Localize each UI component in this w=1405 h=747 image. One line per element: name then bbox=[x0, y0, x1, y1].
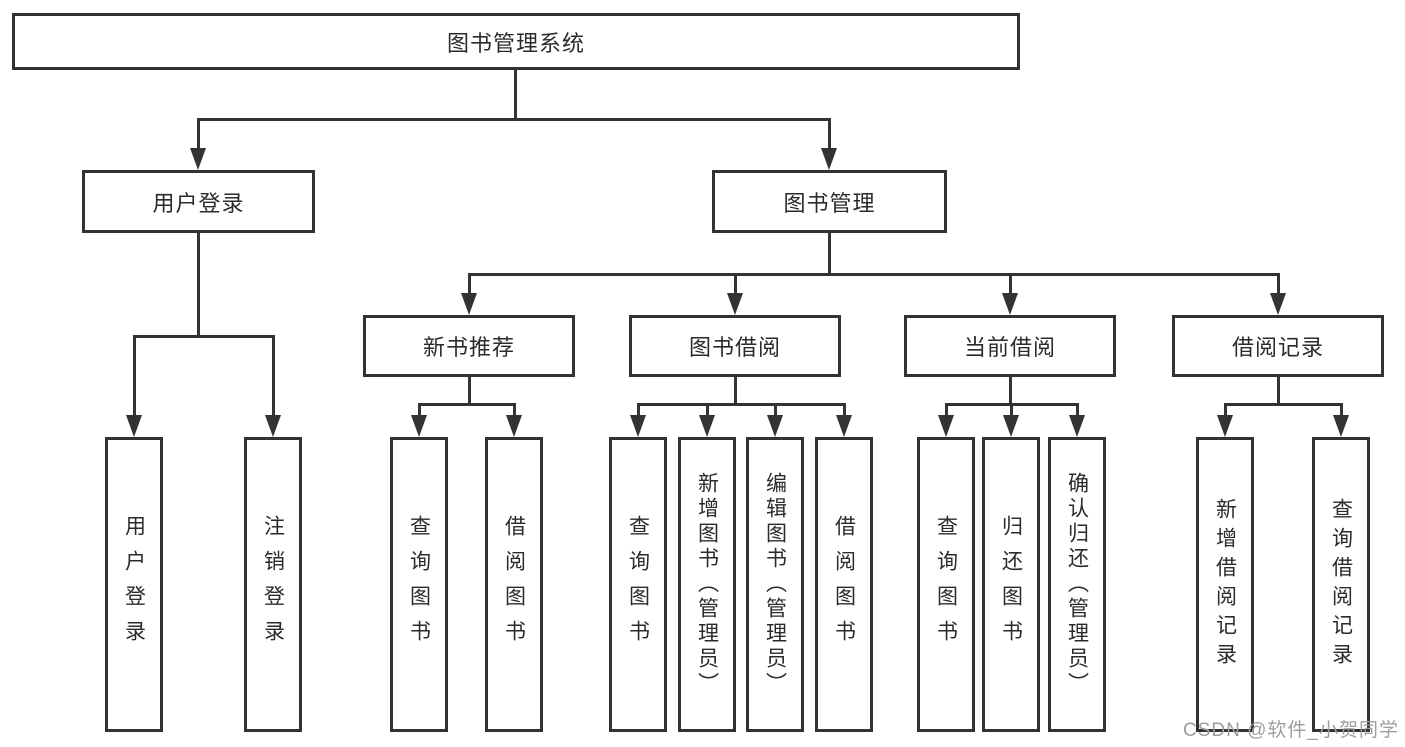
leaf-add-book-admin: 新增图书（管理员） bbox=[678, 437, 736, 732]
node-user-login-label: 用户登录 bbox=[152, 190, 245, 216]
connector-line bbox=[843, 403, 846, 419]
arrow-down-icon bbox=[1003, 415, 1019, 437]
connector-line bbox=[828, 233, 831, 276]
node-current-borrow: 当前借阅 bbox=[904, 315, 1116, 377]
node-borrow-records-label: 借阅记录 bbox=[1231, 335, 1324, 360]
connector-line bbox=[637, 403, 846, 406]
arrow-down-icon bbox=[767, 415, 783, 437]
node-new-book-recommend: 新书推荐 bbox=[363, 315, 575, 377]
connector-line bbox=[1009, 377, 1012, 406]
leaf-logout-label: 注销登录 bbox=[261, 514, 285, 655]
arrow-down-icon bbox=[1002, 293, 1018, 315]
connector-line bbox=[468, 377, 471, 406]
leaf-return-book: 归还图书 bbox=[982, 437, 1040, 732]
arrow-down-icon bbox=[630, 415, 646, 437]
connector-line bbox=[734, 273, 737, 297]
leaf-borrow-books-recommend: 借阅图书 bbox=[485, 437, 543, 732]
connector-line bbox=[774, 403, 777, 419]
connector-line bbox=[133, 335, 275, 338]
connector-line bbox=[197, 233, 200, 338]
leaf-query-books-borrow-label: 查询图书 bbox=[626, 514, 650, 655]
connector-line bbox=[272, 335, 275, 419]
connector-line bbox=[197, 118, 200, 152]
leaf-add-borrow-record: 新增借阅记录 bbox=[1196, 437, 1254, 732]
leaf-return-book-label: 归还图书 bbox=[999, 514, 1023, 655]
connector-line bbox=[1277, 273, 1280, 297]
arrow-down-icon bbox=[265, 415, 281, 437]
node-user-login: 用户登录 bbox=[82, 170, 315, 233]
connector-line bbox=[1224, 403, 1227, 419]
connector-line bbox=[418, 403, 421, 419]
leaf-borrow-books: 借阅图书 bbox=[815, 437, 873, 732]
connector-line bbox=[637, 403, 640, 419]
node-root: 图书管理系统 bbox=[12, 13, 1020, 70]
leaf-query-borrow-record: 查询借阅记录 bbox=[1312, 437, 1370, 732]
leaf-logout: 注销登录 bbox=[244, 437, 302, 732]
arrow-down-icon bbox=[1069, 415, 1085, 437]
connector-line bbox=[706, 403, 709, 419]
node-book-borrow: 图书借阅 bbox=[629, 315, 841, 377]
arrow-down-icon bbox=[727, 293, 743, 315]
connector-line bbox=[514, 70, 517, 120]
node-book-management: 图书管理 bbox=[712, 170, 947, 233]
leaf-add-borrow-record-label: 新增借阅记录 bbox=[1213, 497, 1237, 672]
leaf-query-books-recommend-label: 查询图书 bbox=[407, 514, 431, 655]
leaf-query-books-current: 查询图书 bbox=[917, 437, 975, 732]
leaf-confirm-return-admin-label: 确认归还（管理员） bbox=[1065, 472, 1089, 697]
arrow-down-icon bbox=[190, 148, 206, 170]
arrow-down-icon bbox=[411, 415, 427, 437]
arrow-down-icon bbox=[821, 148, 837, 170]
node-book-borrow-label: 图书借阅 bbox=[688, 335, 781, 360]
leaf-query-books-current-label: 查询图书 bbox=[934, 514, 958, 655]
leaf-user-login-label: 用户登录 bbox=[122, 514, 146, 655]
leaf-user-login: 用户登录 bbox=[105, 437, 163, 732]
node-new-book-recommend-label: 新书推荐 bbox=[422, 335, 515, 360]
connector-line bbox=[945, 403, 948, 419]
leaf-borrow-books-recommend-label: 借阅图书 bbox=[502, 514, 526, 655]
csdn-watermark: CSDN @软件_小贺同学 bbox=[1183, 720, 1399, 741]
connector-line bbox=[468, 273, 471, 297]
arrow-down-icon bbox=[126, 415, 142, 437]
arrow-down-icon bbox=[836, 415, 852, 437]
leaf-query-books-borrow: 查询图书 bbox=[609, 437, 667, 732]
leaf-query-books-recommend: 查询图书 bbox=[390, 437, 448, 732]
connector-line bbox=[1277, 377, 1280, 406]
connector-line bbox=[468, 273, 1280, 276]
arrow-down-icon bbox=[461, 293, 477, 315]
connector-line bbox=[1076, 403, 1079, 419]
node-book-management-label: 图书管理 bbox=[783, 190, 876, 216]
connector-line bbox=[513, 403, 516, 419]
connector-line bbox=[418, 403, 516, 406]
node-root-label: 图书管理系统 bbox=[446, 30, 585, 56]
leaf-edit-book-admin-label: 编辑图书（管理员） bbox=[763, 472, 787, 697]
connector-line bbox=[1009, 273, 1012, 297]
connector-line bbox=[734, 377, 737, 406]
leaf-edit-book-admin: 编辑图书（管理员） bbox=[746, 437, 804, 732]
node-current-borrow-label: 当前借阅 bbox=[963, 335, 1056, 360]
arrow-down-icon bbox=[1333, 415, 1349, 437]
connector-line bbox=[133, 335, 136, 419]
connector-line bbox=[197, 118, 831, 121]
node-borrow-records: 借阅记录 bbox=[1172, 315, 1384, 377]
leaf-borrow-books-label: 借阅图书 bbox=[832, 514, 856, 655]
arrow-down-icon bbox=[506, 415, 522, 437]
connector-line bbox=[1340, 403, 1343, 419]
leaf-query-borrow-record-label: 查询借阅记录 bbox=[1329, 497, 1353, 672]
arrow-down-icon bbox=[1217, 415, 1233, 437]
connector-line bbox=[828, 118, 831, 152]
arrow-down-icon bbox=[938, 415, 954, 437]
connector-line bbox=[1224, 403, 1342, 406]
leaf-add-book-admin-label: 新增图书（管理员） bbox=[695, 472, 719, 697]
arrow-down-icon bbox=[699, 415, 715, 437]
leaf-confirm-return-admin: 确认归还（管理员） bbox=[1048, 437, 1106, 732]
connector-line bbox=[1010, 403, 1013, 419]
arrow-down-icon bbox=[1270, 293, 1286, 315]
